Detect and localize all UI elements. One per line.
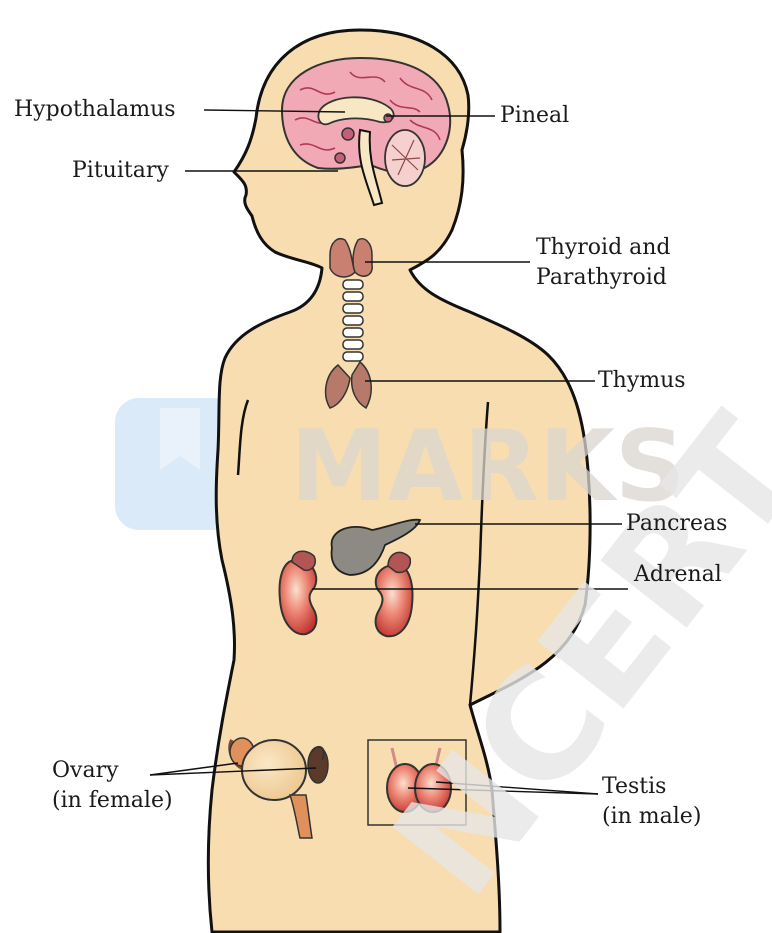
pineal-gland xyxy=(383,113,393,123)
label-ovary-line1: Ovary xyxy=(52,758,119,783)
thyroid-trachea xyxy=(324,238,373,410)
left-adrenal-gland xyxy=(291,550,316,572)
label-pineal: Pineal xyxy=(500,103,570,128)
right-adrenal-gland xyxy=(387,551,412,574)
label-ovary-line2: (in female) xyxy=(52,788,173,813)
leader-lines xyxy=(149,109,628,795)
pancreas-gland xyxy=(330,518,422,576)
hypothalamus-gland xyxy=(341,127,355,141)
testis-leader-2 xyxy=(435,781,599,795)
testis-box xyxy=(367,739,467,826)
ovary-leader-1 xyxy=(149,762,239,776)
label-thyroid-line2: Parathyroid xyxy=(536,265,667,290)
kidneys xyxy=(278,550,414,638)
label-adrenal: Adrenal xyxy=(634,562,722,587)
label-testis-line1: Testis xyxy=(602,774,667,799)
testis-leader-1 xyxy=(407,787,599,795)
pituitary-gland xyxy=(334,152,346,164)
label-pituitary: Pituitary xyxy=(72,158,169,183)
brainstem xyxy=(358,128,384,207)
body-silhouette xyxy=(206,28,592,933)
brain xyxy=(280,56,452,207)
watermark-bookmark-icon xyxy=(160,408,200,470)
label-testis-line2: (in male) xyxy=(602,804,702,829)
hypothalamus-leader xyxy=(203,109,346,113)
left-arm-contour xyxy=(236,399,250,476)
label-hypothalamus: Hypothalamus xyxy=(14,97,176,122)
label-thymus: Thymus xyxy=(598,368,686,393)
label-pancreas: Pancreas xyxy=(626,511,728,536)
thymus-gland xyxy=(324,363,351,409)
watermark-text: MARKS xyxy=(290,410,685,524)
label-thyroid-line1: Thyroid and xyxy=(536,235,671,260)
ovary-leader-2 xyxy=(149,767,317,776)
right-arm-contour xyxy=(468,401,490,706)
